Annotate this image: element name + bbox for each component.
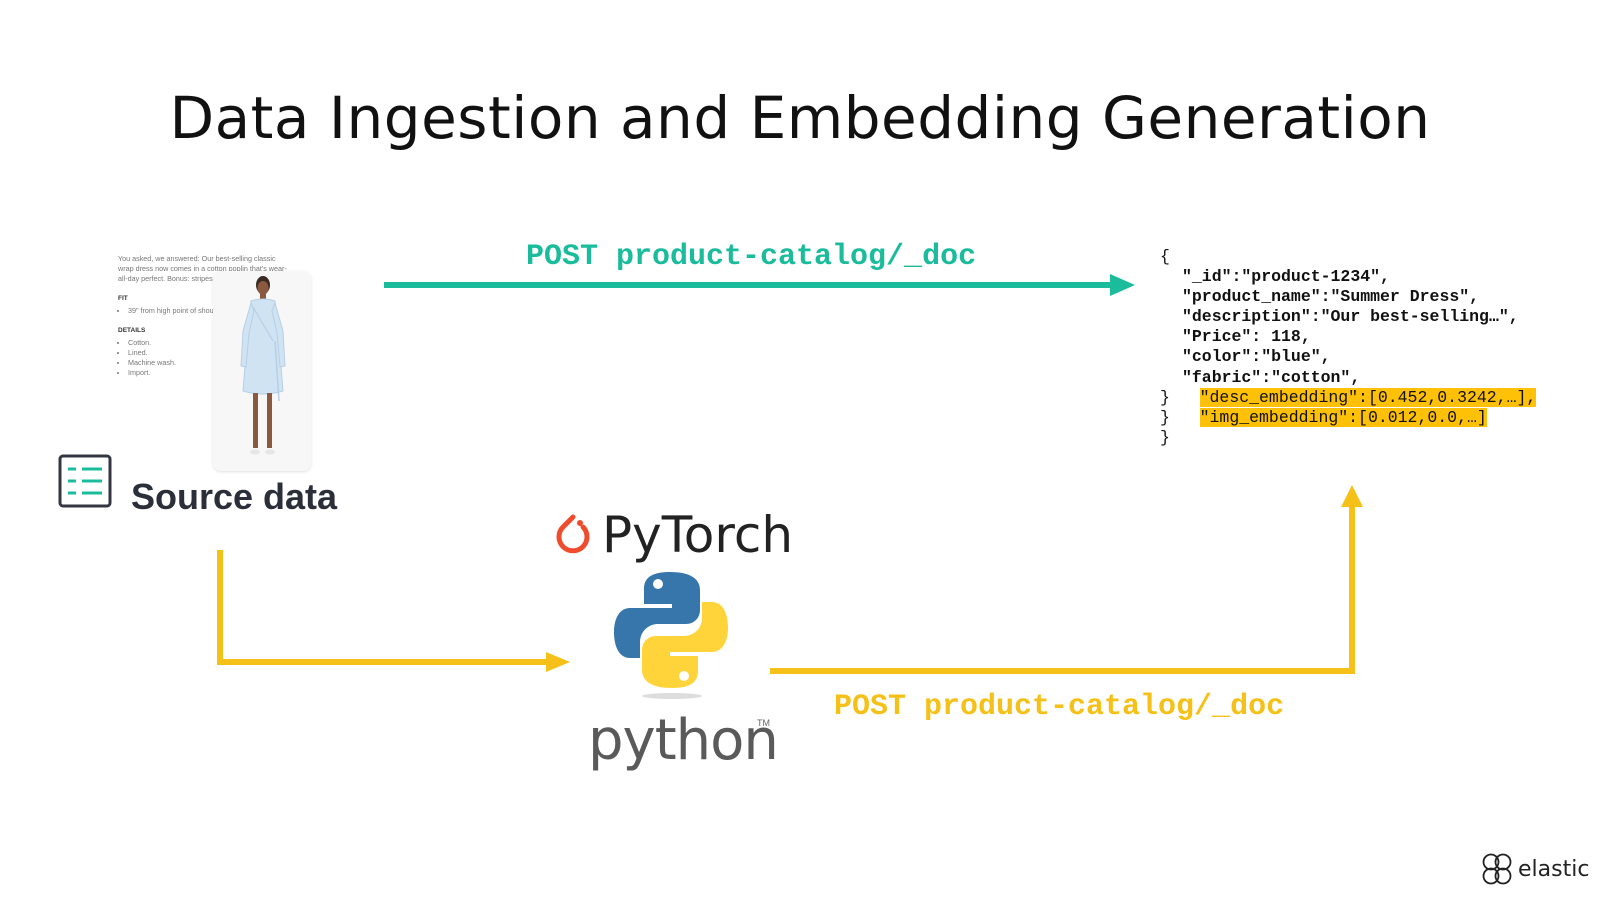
page-title: Data Ingestion and Embedding Generation bbox=[169, 84, 1431, 152]
desc-embedding-field: "desc_embedding":[0.452,0.3242,…], bbox=[1199, 387, 1537, 407]
fit-list: 39" from high point of should bbox=[118, 306, 288, 316]
pytorch-flame-icon bbox=[556, 514, 590, 554]
pytorch-label: PyTorch bbox=[602, 506, 794, 564]
python-to-json-arrow bbox=[770, 485, 1363, 674]
product-image bbox=[213, 271, 311, 471]
elastic-brand-label: elastic bbox=[1518, 857, 1590, 882]
fit-item: 39" from high point of should bbox=[128, 306, 288, 316]
product-description: You asked, we answered: Our best-selling… bbox=[118, 254, 288, 378]
details-item: Cotton. bbox=[128, 338, 288, 348]
json-open-brace: { bbox=[1160, 247, 1170, 266]
fit-heading: FIT bbox=[118, 295, 128, 302]
json-line: "Price": 118, bbox=[1182, 327, 1311, 347]
img-embedding-field: "img_embedding":[0.012,0.0,…] bbox=[1199, 407, 1487, 427]
details-list: Cotton. Lined. Machine wash. Import. bbox=[118, 338, 288, 378]
details-item: Machine wash. bbox=[128, 358, 288, 368]
source-data-label: Source data bbox=[131, 476, 338, 517]
json-line: "color":"blue", bbox=[1182, 347, 1331, 367]
top-arrow-label: POST product-catalog/_doc bbox=[526, 240, 977, 274]
details-item: Lined. bbox=[128, 348, 288, 358]
json-line: "fabric":"cotton", bbox=[1182, 367, 1361, 387]
json-line: "description":"Our best-selling…", bbox=[1182, 307, 1519, 327]
elastic-logo-icon bbox=[1482, 853, 1512, 885]
top-arrow bbox=[384, 274, 1135, 296]
document-list-icon bbox=[58, 454, 112, 508]
dress-model-illustration bbox=[240, 276, 286, 455]
json-close-brace: } bbox=[1160, 427, 1170, 447]
details-heading: DETAILS bbox=[118, 327, 146, 334]
python-trademark: TM bbox=[757, 718, 770, 728]
bottom-arrow-label: POST product-catalog/_doc bbox=[834, 690, 1285, 724]
json-brace: } bbox=[1160, 387, 1170, 407]
json-document: { "_id":"product-1234", "product_name":"… bbox=[1160, 247, 1537, 448]
source-to-python-arrow bbox=[217, 550, 570, 672]
json-brace: } bbox=[1160, 407, 1170, 427]
python-logo-icon bbox=[614, 572, 728, 699]
python-label: python bbox=[588, 708, 779, 773]
json-line: "_id":"product-1234", bbox=[1182, 267, 1390, 287]
details-item: Import. bbox=[128, 368, 288, 378]
json-line-highlighted: } "desc_embedding":[0.452,0.3242,…], bbox=[1160, 387, 1537, 408]
json-line-highlighted: } "img_embedding":[0.012,0.0,…] bbox=[1160, 407, 1536, 428]
product-text: You asked, we answered: Our best-selling… bbox=[118, 254, 287, 283]
json-line: "product_name":"Summer Dress", bbox=[1182, 287, 1480, 307]
